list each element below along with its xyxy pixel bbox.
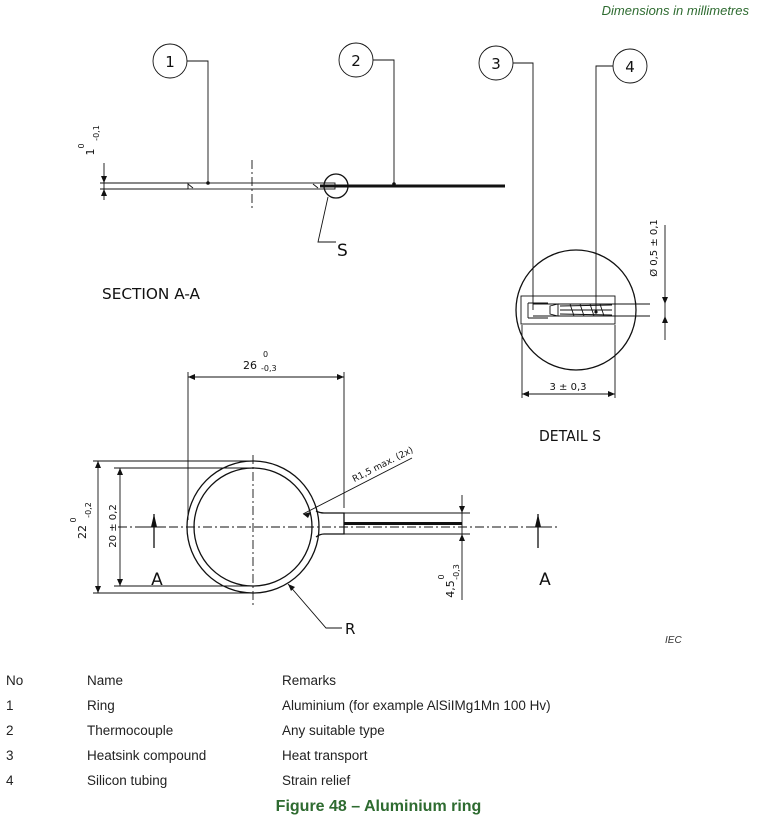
parts-table: No Name Remarks 1 Ring Aluminium (for ex… [6, 668, 551, 793]
top-view [93, 372, 560, 629]
radius-label: R [345, 620, 355, 638]
svg-text:2: 2 [351, 52, 361, 70]
detail-length-dim: 3 ± 0,3 [549, 382, 586, 393]
figure-caption: Figure 48 – Aluminium ring [275, 798, 482, 815]
row-name: Silicon tubing [87, 773, 168, 788]
svg-text:3: 3 [491, 55, 501, 73]
tab-dim-upper: 0 [437, 574, 446, 579]
section-thickness-lower: -0,1 [92, 125, 101, 141]
table-row: 1 Ring Aluminium (for example AlSiIMg1Mn… [6, 693, 551, 718]
row-remarks: Heat transport [282, 748, 368, 763]
width-dim-lower: -0,3 [261, 364, 277, 373]
outer-dim-nominal: 22 [76, 525, 89, 539]
section-mark-left: A [151, 570, 163, 590]
row-remarks: Strain relief [282, 773, 351, 788]
section-thickness-nominal: 1 [84, 149, 97, 156]
detail-diameter-dim: Ø 0,5 ± 0,1 [648, 219, 660, 277]
tab-dim-lower: -0,3 [452, 564, 461, 580]
table-row: 2 Thermocouple Any suitable type [6, 718, 551, 743]
row-name: Ring [87, 698, 115, 713]
section-mark-right: A [539, 570, 551, 590]
table-row: 3 Heatsink compound Heat transport [6, 743, 551, 768]
section-title: SECTION A-A [102, 285, 201, 303]
inner-dim: 20 ± 0,2 [108, 504, 119, 547]
row-name: Heatsink compound [87, 748, 207, 763]
technical-drawing: 1 2 3 4 1 0 -0,1 S SECTION A-A [69, 42, 668, 638]
table-row: 4 Silicon tubing Strain relief [6, 768, 551, 793]
header-name: Name [87, 673, 124, 688]
balloon-1: 1 [152, 43, 210, 185]
row-remarks: Any suitable type [282, 723, 385, 738]
width-dim-nominal: 26 [243, 359, 257, 372]
row-no: 2 [6, 723, 14, 738]
section-view [100, 160, 505, 243]
outer-dim-upper: 0 [69, 517, 78, 522]
row-name: Thermocouple [87, 723, 174, 738]
row-remarks: Aluminium (for example AlSiIMg1Mn 100 Hv… [282, 698, 551, 713]
detail-ref-s: S [337, 241, 348, 261]
iec-mark: IEC [665, 635, 682, 646]
balloon-3: 3 [478, 45, 534, 310]
table-header-row: No Name Remarks [6, 668, 551, 693]
units-note: Dimensions in millimetres [601, 3, 749, 18]
radius-note: R1,5 max. (2x) [351, 446, 415, 485]
row-no: 3 [6, 748, 14, 763]
header-remarks: Remarks [282, 673, 337, 688]
section-thickness-upper: 0 [77, 143, 86, 148]
balloon-4: 4 [594, 48, 648, 314]
row-no: 4 [6, 773, 14, 788]
tab-dim-nominal: 4,5 [444, 580, 457, 598]
balloon-2: 2 [338, 42, 396, 186]
row-no: 1 [6, 698, 14, 713]
outer-dim-lower: -0,2 [84, 502, 93, 518]
detail-view [515, 225, 668, 398]
header-no: No [6, 673, 24, 688]
svg-text:1: 1 [165, 53, 175, 71]
width-dim-upper: 0 [263, 350, 268, 359]
detail-title: DETAIL S [539, 427, 601, 445]
svg-text:4: 4 [625, 58, 635, 76]
